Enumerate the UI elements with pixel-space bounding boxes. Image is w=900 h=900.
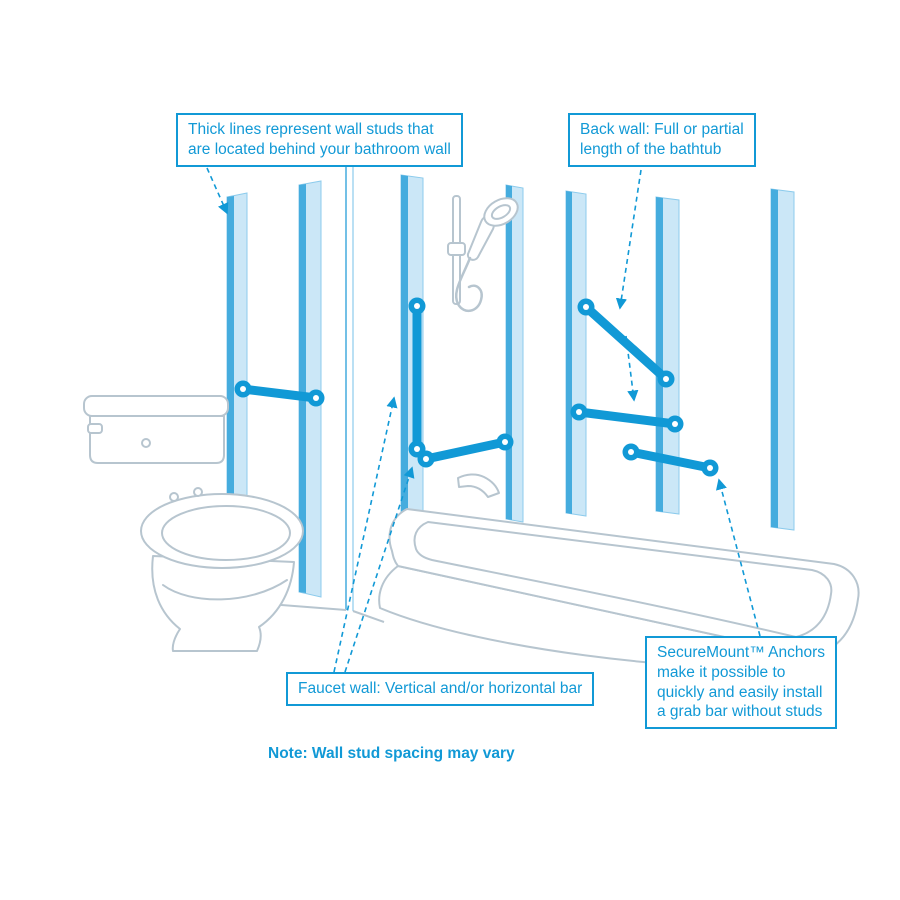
toilet-bowl <box>151 555 295 652</box>
callout-wall-studs-line: are located behind your bathroom wall <box>188 140 451 158</box>
grab-bar-toilet-wall-horizontal <box>234 380 325 407</box>
callout-wall-studs: Thick lines represent wall studs that ar… <box>176 113 463 167</box>
wall-studs <box>191 166 795 623</box>
callout-back-wall-line: Back wall: Full or partial <box>580 121 744 138</box>
callout-wall-studs-line: Thick lines represent wall studs that <box>188 121 434 138</box>
arrow-back-wall-lower <box>625 335 639 402</box>
callout-securemount-line: make it possible to <box>657 663 786 681</box>
toilet-flush-handle <box>87 423 103 434</box>
callout-securemount: SecureMount™ Anchors make it possible to… <box>645 636 838 730</box>
toilet-tank-detail <box>141 438 151 448</box>
handheld-shower <box>447 195 519 312</box>
wall-stud <box>655 196 680 515</box>
grab-bar-securemount <box>622 443 719 477</box>
grab-bars <box>234 297 719 477</box>
wall-stud <box>298 180 322 598</box>
callout-faucet-wall-line: Faucet wall: Vertical and/or horizontal … <box>298 680 583 697</box>
floor-line <box>352 610 385 623</box>
toilet <box>83 395 304 652</box>
grab-bar-faucet-wall-horizontal <box>417 433 514 468</box>
toilet-tank-lid <box>83 395 229 417</box>
wall-stud <box>505 184 524 523</box>
toilet-seat <box>140 493 304 569</box>
toilet-bowl-detail <box>162 579 288 601</box>
shower-bracket <box>447 242 466 256</box>
callout-securemount-line: quickly and easily install <box>657 683 823 701</box>
shower-head <box>483 197 519 227</box>
callout-arrows <box>206 167 761 673</box>
arrow-back-wall-upper <box>615 169 642 310</box>
stud-spacing-note: Note: Wall stud spacing may vary <box>268 745 515 762</box>
toilet-seat-hinge <box>169 492 179 502</box>
callout-securemount-line: SecureMount™ Anchors <box>657 644 826 661</box>
grab-bar-back-wall-horizontal <box>570 403 684 433</box>
wall-stud <box>400 174 424 607</box>
callout-back-wall-line: length of the bathtub <box>580 140 722 158</box>
wall-stud <box>565 190 587 517</box>
toilet-seat-hinge <box>193 487 203 497</box>
wall-corner <box>345 166 354 611</box>
shower-hose <box>454 256 483 312</box>
wall-stud <box>770 188 795 531</box>
arrow-studs-callout <box>206 167 229 215</box>
callout-back-wall: Back wall: Full or partial length of the… <box>568 113 756 167</box>
grab-bar-back-wall-diagonal <box>577 298 675 388</box>
callout-faucet-wall: Faucet wall: Vertical and/or horizontal … <box>286 672 595 706</box>
toilet-tank <box>89 415 225 464</box>
arrow-faucet-wall-vertical <box>333 396 398 673</box>
toilet-seat-inner <box>161 505 291 561</box>
tub-spout <box>457 473 500 498</box>
callout-securemount-line: a grab bar without studs <box>657 703 823 721</box>
